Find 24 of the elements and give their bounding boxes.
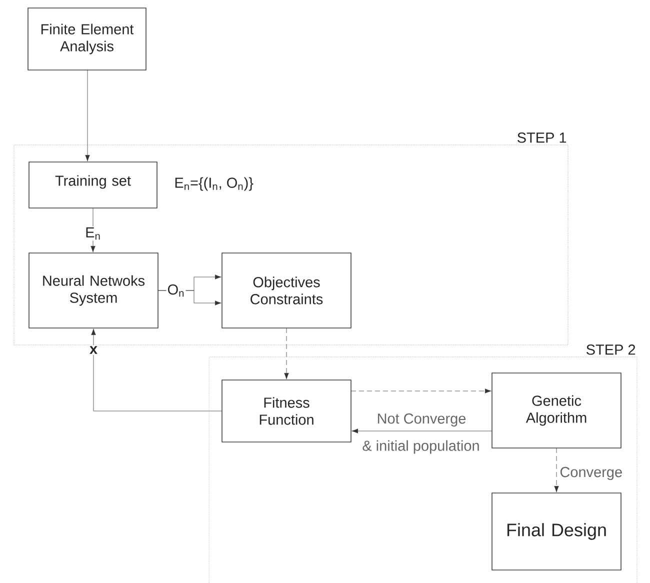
- process-box: Final Design: [492, 492, 622, 570]
- edge-label: x: [88, 345, 99, 355]
- process-box: Neural Netwoks System: [28, 252, 158, 328]
- arrow: [352, 428, 492, 434]
- process-box: Training set: [28, 162, 158, 208]
- arrow: [90, 208, 96, 252]
- arrow: [85, 70, 90, 162]
- arrow: [91, 328, 222, 412]
- node-label: STEP 1: [518, 132, 566, 143]
- process-box: Finite Element Analysis: [28, 8, 146, 70]
- node-label: STEP 2: [586, 344, 636, 355]
- process-box: Objectives Constraints: [222, 252, 352, 328]
- process-box: Genetic Algorithm: [492, 372, 622, 448]
- set-definition: E$_{n}$={(I$_{n}$, O$_{n}$)}: [175, 177, 254, 191]
- edge-label: E$_{n}$: [84, 226, 102, 241]
- arrow: [554, 448, 559, 492]
- edge-label: O$_{n}$: [166, 283, 186, 298]
- edge-label: Converge: [558, 466, 624, 482]
- arrow: [350, 388, 492, 394]
- edge-label: Not Converge: [376, 412, 468, 428]
- arrow: [158, 290, 222, 306]
- arrow: [284, 328, 289, 380]
- annotation: & initial population: [361, 439, 481, 455]
- process-box: Fitness Function: [222, 380, 352, 442]
